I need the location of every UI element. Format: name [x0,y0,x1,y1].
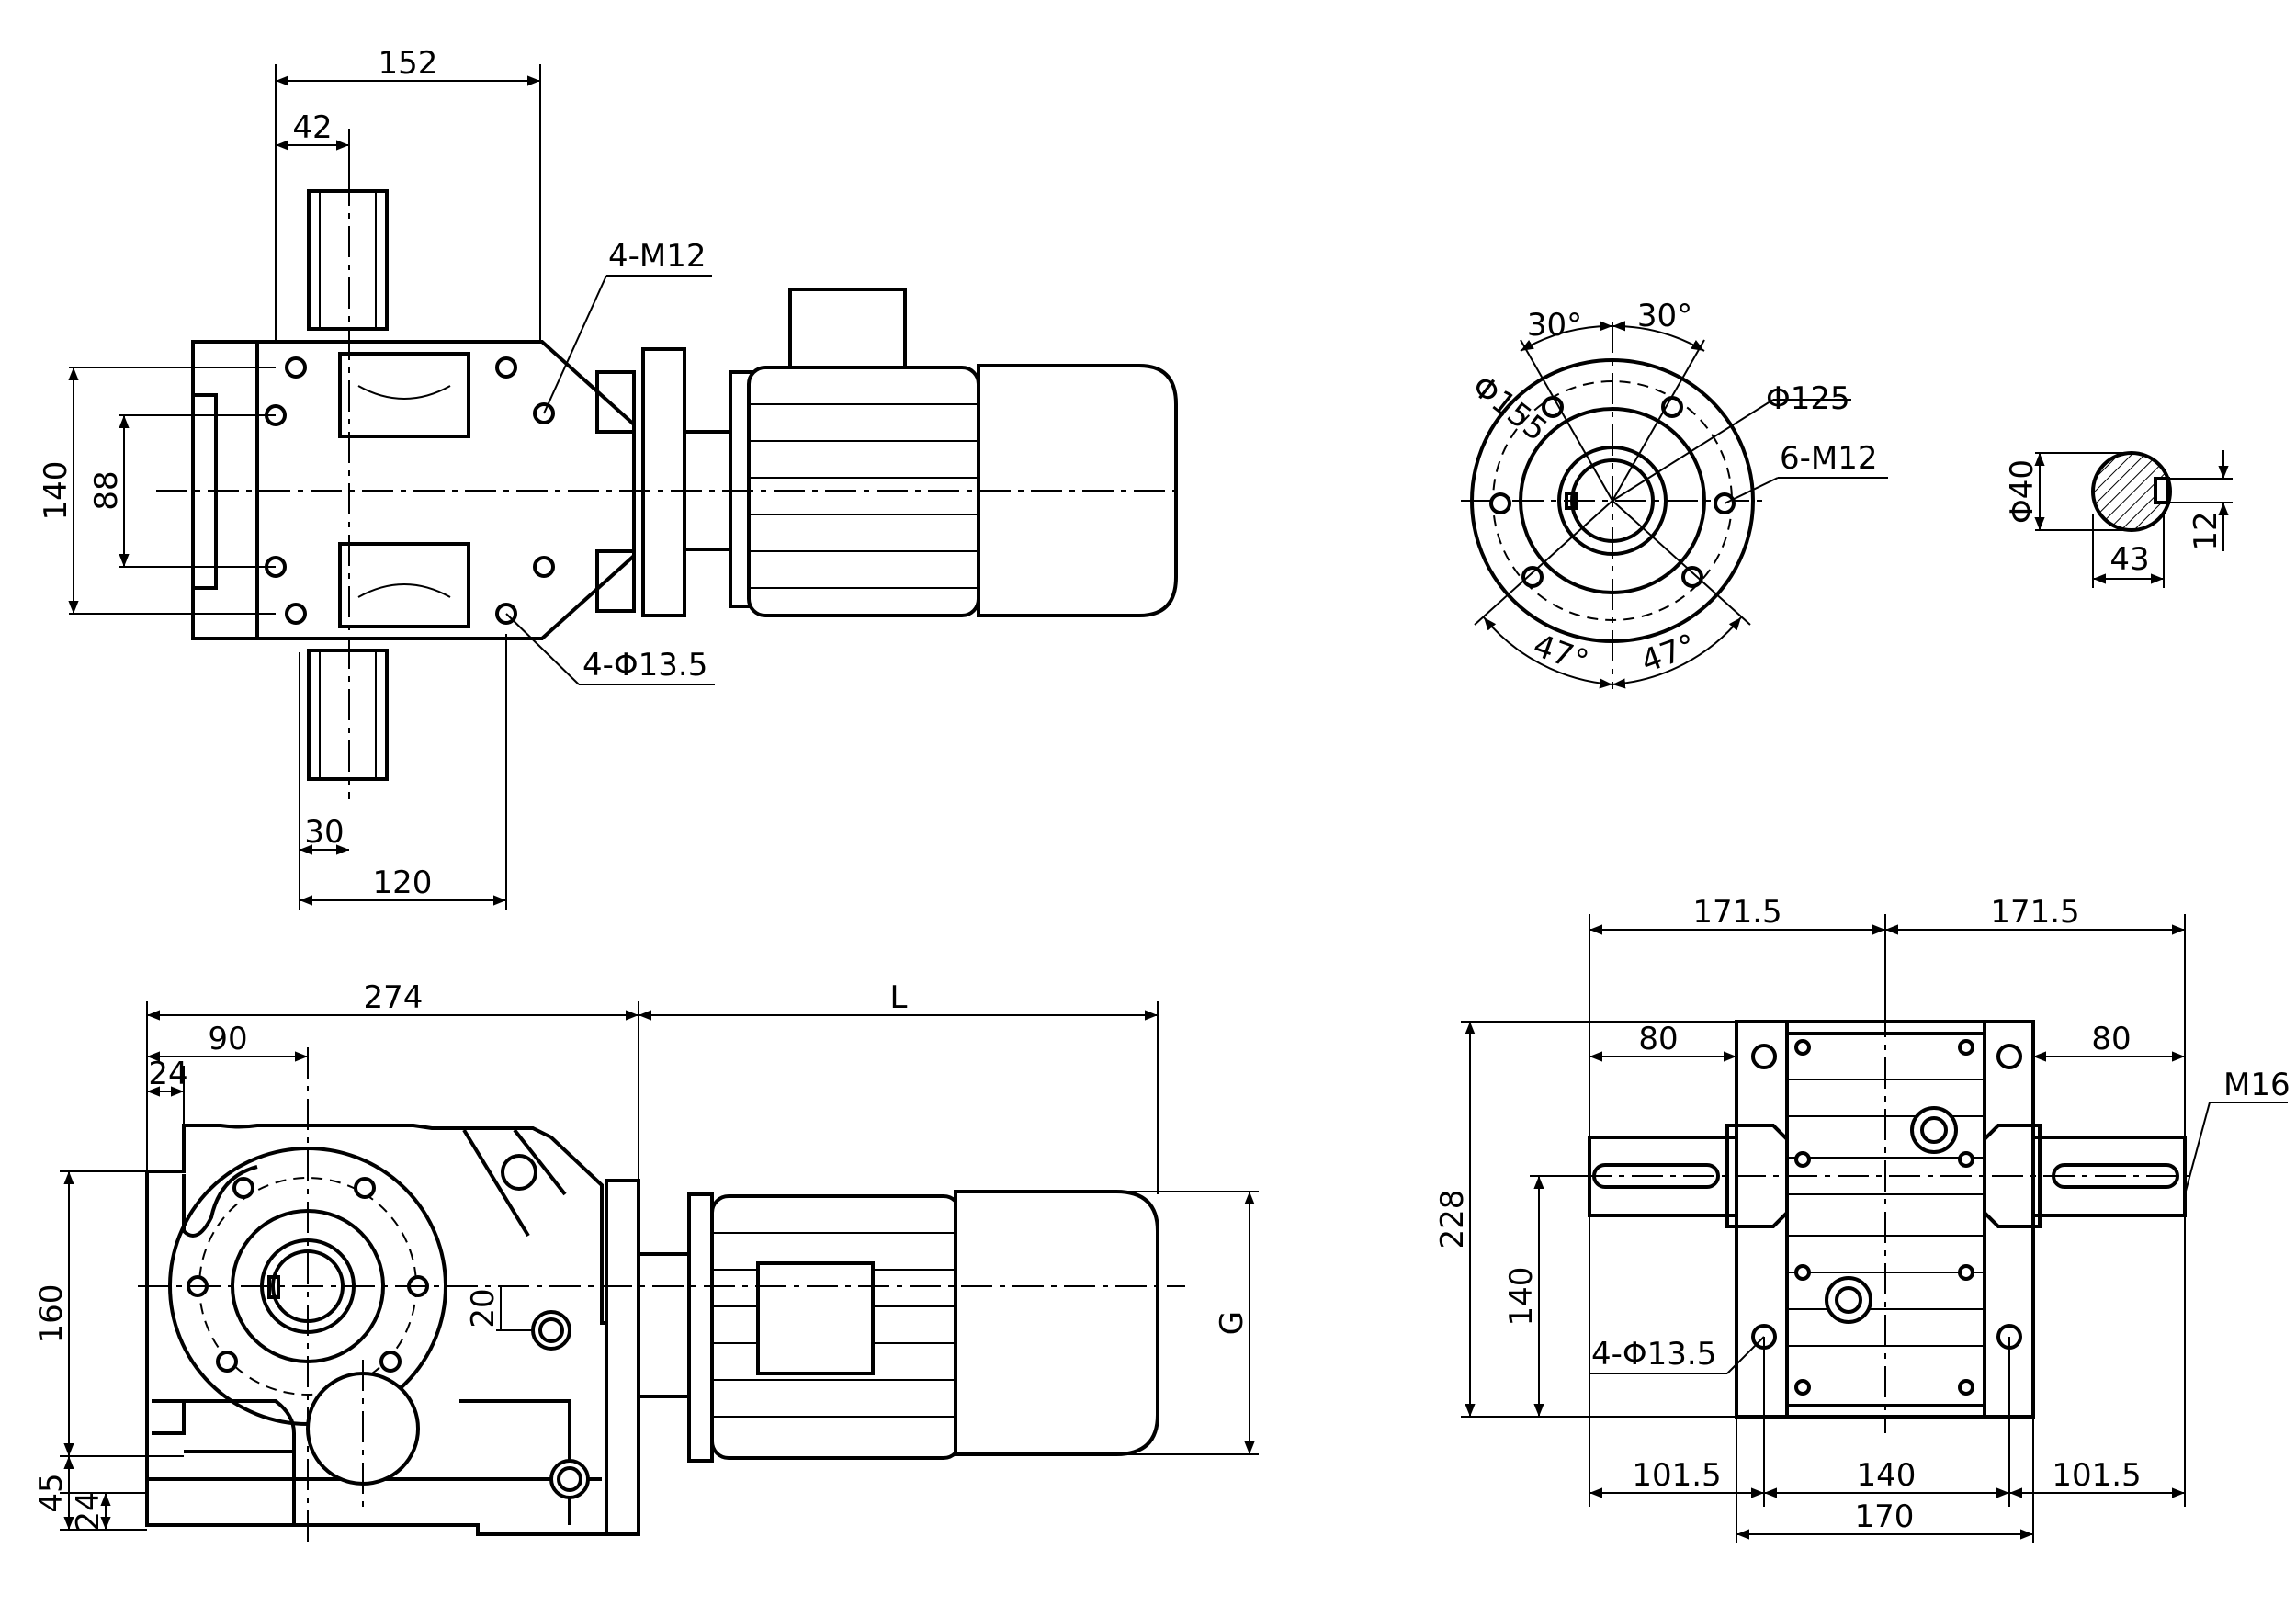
front-flange-holes [187,1177,429,1373]
dim-101-5-left: 101.5 [1632,1457,1721,1494]
dim-160: 160 [33,1284,70,1344]
end-view: 171.5 171.5 80 80 M16 228 140 4-Φ13.5 [1434,894,2290,1543]
angle-30-left: 30° [1527,307,1582,344]
label-4-phi13-5-end: 4-Φ13.5 [1591,1336,1716,1373]
dim-90: 90 [208,1021,247,1057]
dim-140-top: 140 [38,461,74,521]
diameter-125: Φ125 [1766,380,1850,417]
dim-24-top: 24 [148,1056,187,1092]
dim-170: 170 [1855,1498,1915,1535]
end-view-holes [1751,1039,2022,1396]
dim-171-5-left: 171.5 [1692,894,1781,931]
key-width-12: 12 [2188,511,2224,550]
dim-80-right: 80 [2091,1021,2131,1057]
bolt-hole [285,603,307,625]
lower-output-shaft [307,649,389,781]
dim-120: 120 [373,865,433,901]
angle-30-right: 30° [1637,298,1692,334]
bolt-hole [285,356,307,379]
shaft-dim-43: 43 [2109,541,2149,578]
label-4-m12: 4-M12 [608,238,707,275]
bolt-hole [495,356,517,379]
end-view-dimensions: 171.5 171.5 80 80 M16 228 140 4-Φ13.5 [1434,894,2290,1543]
dim-88: 88 [88,470,125,510]
dim-140-bottom: 140 [1857,1457,1917,1494]
dim-L: L [890,979,908,1016]
dim-30: 30 [304,814,344,851]
angle-47-right: 47° [1636,627,1701,681]
front-view: 274 L 90 24 160 20 45 24 G [33,979,1259,1543]
top-view: 152 42 4-M12 140 88 4-Φ13.5 30 120 [38,45,1185,910]
dim-42: 42 [292,109,332,146]
dim-152: 152 [379,45,438,82]
dim-20: 20 [465,1288,502,1328]
dim-171-5-right: 171.5 [1990,894,2079,931]
dim-24-bottom: 24 [70,1491,107,1531]
shaft-section: Φ40 43 12 [2004,450,2233,588]
dim-80-left: 80 [1638,1021,1678,1057]
label-4-phi13-5: 4-Φ13.5 [582,647,707,684]
dim-G: G [1214,1311,1250,1335]
front-view-dimensions: 274 L 90 24 160 20 45 24 G [33,979,1259,1532]
dim-140-end: 140 [1503,1267,1540,1327]
motor-top [641,288,1178,617]
dim-101-5-right: 101.5 [2052,1457,2141,1494]
shaft-diameter-40: Φ40 [2004,459,2041,524]
upper-output-shaft [307,189,389,331]
top-view-dimensions: 152 42 4-M12 140 88 4-Φ13.5 30 120 [38,45,715,910]
dim-274: 274 [364,979,424,1016]
angle-47-left: 47° [1529,627,1593,681]
flange-view: 30° 30° 47° 47° Φ155 Φ125 6-M12 [1461,298,1888,689]
thread-m16: M16 [2223,1067,2290,1103]
dim-228: 228 [1434,1190,1471,1249]
holes-6-m12: 6-M12 [1780,440,1878,477]
bolt-hole [533,556,555,578]
dim-45: 45 [33,1473,70,1512]
